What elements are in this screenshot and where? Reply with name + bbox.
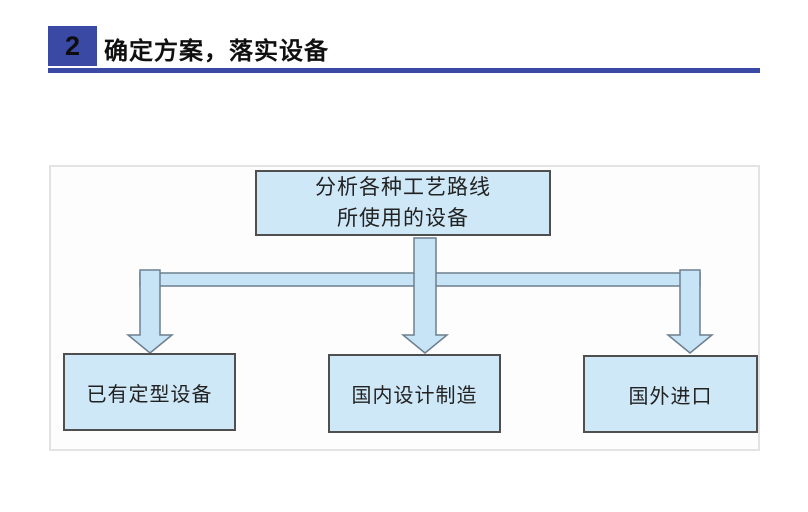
down-arrow-middle-icon (400, 237, 450, 354)
flow-node-foreign-import: 国外进口 (583, 355, 758, 433)
flow-connector-arrows (125, 237, 715, 354)
flow-node-analyze-line1: 分析各种工艺路线 (315, 175, 491, 199)
page-title: 确定方案，落实设备 (104, 38, 329, 65)
down-arrow-right-icon (665, 269, 715, 354)
section-number-badge: 2 (48, 26, 97, 66)
flow-node-existing-equipment: 已有定型设备 (63, 353, 236, 431)
header-divider (48, 68, 760, 73)
down-arrow-left-icon (125, 269, 175, 354)
flow-node-domestic-manufacture: 国内设计制造 (328, 354, 501, 433)
flow-node-analyze-line2: 所使用的设备 (337, 206, 469, 230)
flow-node-analyze: 分析各种工艺路线 所使用的设备 (255, 170, 551, 236)
flowchart-container: 分析各种工艺路线 所使用的设备 已有定型设备 国内设计制造 国外进口 (49, 165, 760, 451)
